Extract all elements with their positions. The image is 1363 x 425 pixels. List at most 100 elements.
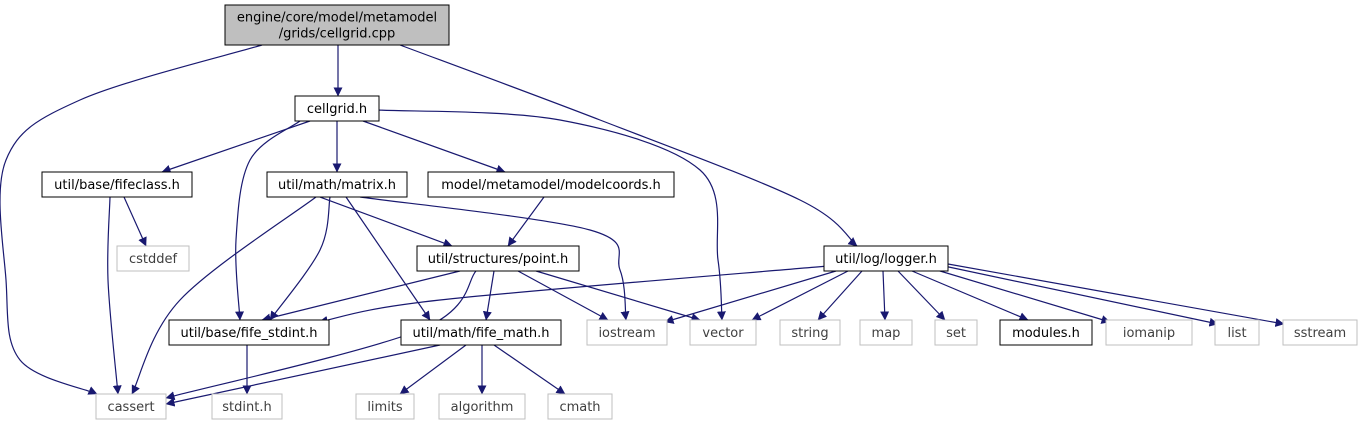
node-label-stdint_h: stdint.h [222,400,271,415]
node-box-fifeclass_h [41,171,193,198]
edge-fifeclass_h-to-cstddef [123,196,147,247]
node-cellgrid_h[interactable]: cellgrid.h [294,95,380,122]
node-box-modelcoords_h [427,171,675,198]
edge-logger_h-to-modules_h [911,270,1029,321]
node-box-map [859,319,913,346]
node-label-fife_math_h: util/math/fife_math.h [413,326,550,341]
node-label-set: set [946,326,966,341]
node-cmath: cmath [547,393,613,420]
edge-logger_h-to-iomanip [929,267,1111,324]
node-modules_h[interactable]: modules.h [999,319,1093,346]
node-cassert: cassert [95,393,167,420]
node-fife_stdint_h[interactable]: util/base/fife_stdint.h [168,319,330,346]
node-root[interactable]: engine/core/model/metamodel/grids/cellgr… [224,4,450,46]
node-sstream: sstream [1282,319,1358,346]
node-box-cellgrid_h [294,95,380,122]
node-label-algorithm: algorithm [451,400,514,415]
node-modelcoords_h[interactable]: model/metamodel/modelcoords.h [427,171,675,198]
edge-modelcoords_h-to-point_h [507,196,545,247]
node-box-cassert [95,393,167,420]
node-box-logger_h [823,245,949,272]
node-label-logger_h: util/log/logger.h [835,252,937,267]
node-iostream: iostream [586,319,668,346]
edge-cellgrid_h-to-modelcoords_h [362,120,506,174]
node-set: set [934,319,978,346]
edge-fife_math_h-to-cmath [493,344,566,395]
node-matrix_h[interactable]: util/math/matrix.h [266,171,408,198]
node-label-vector: vector [702,326,744,341]
node-label-cassert: cassert [107,400,154,415]
node-box-matrix_h [266,171,408,198]
node-label-point_h: util/structures/point.h [428,252,569,267]
node-box-stdint_h [211,393,283,420]
node-map: map [859,319,913,346]
node-box-algorithm [438,393,526,420]
edge-matrix_h-to-iostream [359,196,630,321]
node-box-fife_stdint_h [168,319,330,346]
node-box-string [779,319,841,346]
edge-fife_math_h-to-limits [399,344,467,395]
edge-matrix_h-to-fife_math_h [345,196,431,321]
edge-logger_h-to-iostream [664,270,837,324]
node-label-limits: limits [367,400,403,415]
node-label-modelcoords_h: model/metamodel/modelcoords.h [441,178,661,193]
node-label-sstream: sstream [1294,326,1346,341]
node-algorithm: algorithm [438,393,526,420]
node-label-modules_h: modules.h [1012,326,1080,341]
node-label-root-line-1: engine/core/model/metamodel [237,11,437,26]
edge-logger_h-to-vector [751,270,849,321]
node-label-iomanip: iomanip [1123,326,1175,341]
node-box-fife_math_h [400,319,562,346]
edge-logger_h-to-string [817,270,863,321]
edge-logger_h-to-sstream [947,263,1285,327]
node-list: list [1214,319,1260,346]
node-label-root-line-2: /grids/cellgrid.cpp [279,27,396,42]
edge-point_h-to-iostream [517,270,609,321]
node-vector: vector [689,319,757,346]
node-box-sstream [1282,319,1358,346]
edge-point_h-to-cassert [165,270,477,401]
edge-cellgrid_h-to-fife_stdint_h [235,120,301,321]
dependency-nodes: engine/core/model/metamodel/grids/cellgr… [41,4,1358,420]
node-stdint_h: stdint.h [211,393,283,420]
node-box-cstddef [116,245,190,272]
node-box-root [224,4,450,46]
node-label-fifeclass_h: util/base/fifeclass.h [54,178,180,193]
node-cstddef: cstddef [116,245,190,272]
edge-root-to-cassert [0,44,263,395]
dependency-edges [0,44,1285,407]
node-logger_h[interactable]: util/log/logger.h [823,245,949,272]
node-label-cstddef: cstddef [129,252,178,267]
edge-logger_h-to-set [897,270,946,321]
node-box-set [934,319,978,346]
edge-point_h-to-vector [535,270,701,322]
node-box-cmath [547,393,613,420]
node-fife_math_h[interactable]: util/math/fife_math.h [400,319,562,346]
edge-point_h-to-fife_stdint_h [261,270,461,323]
edge-root-to-logger_h [399,44,858,247]
edge-logger_h-to-fife_stdint_h [318,265,829,325]
node-box-point_h [416,245,580,272]
edge-fifeclass_h-to-cassert [107,196,122,395]
edge-matrix_h-to-point_h [319,196,453,248]
node-label-iostream: iostream [598,326,655,341]
node-fifeclass_h[interactable]: util/base/fifeclass.h [41,171,193,198]
node-point_h[interactable]: util/structures/point.h [416,245,580,272]
node-box-modules_h [999,319,1093,346]
node-box-iomanip [1105,319,1193,346]
node-box-limits [355,393,415,420]
node-label-list: list [1227,326,1246,341]
node-limits: limits [355,393,415,420]
node-string: string [779,319,841,346]
edge-matrix_h-to-fife_stdint_h [269,196,331,321]
node-box-iostream [586,319,668,346]
edge-matrix_h-to-cassert [131,196,317,395]
node-box-list [1214,319,1260,346]
node-label-fife_stdint_h: util/base/fife_stdint.h [180,326,317,341]
edge-logger_h-to-map [880,270,890,321]
node-label-cellgrid_h: cellgrid.h [307,102,367,117]
node-label-matrix_h: util/math/matrix.h [278,178,396,193]
node-label-map: map [872,326,901,341]
node-iomanip: iomanip [1105,319,1193,346]
edge-cellgrid_h-to-vector [377,109,726,321]
